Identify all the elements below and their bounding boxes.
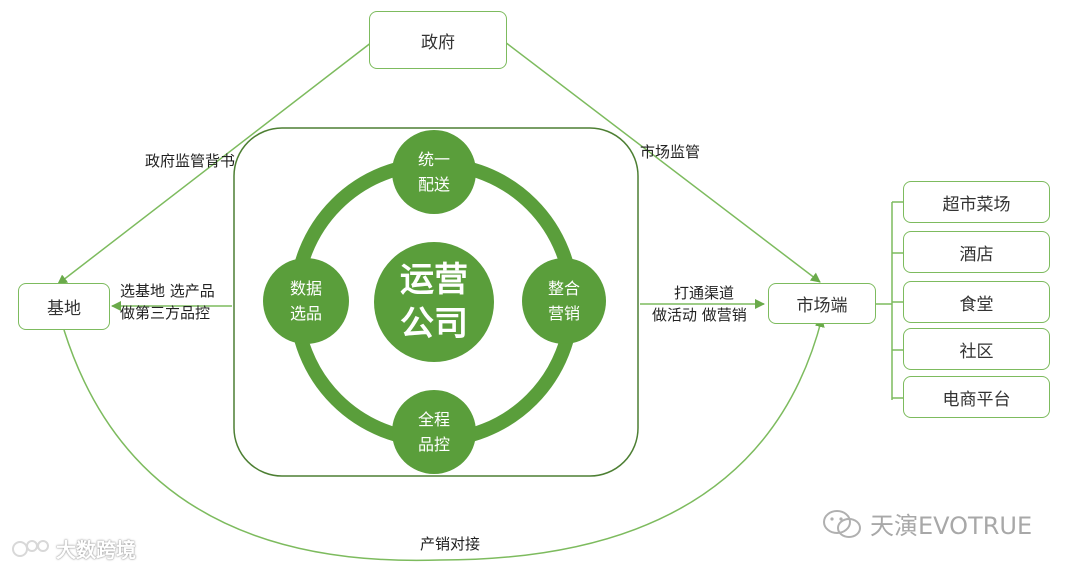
watermark-right-text: 天演EVOTRUE (870, 512, 1033, 540)
market-box: 市场端 (768, 283, 876, 324)
node-marketing: 整合 营销 (522, 258, 606, 344)
channel-ecommerce: 电商平台 (903, 376, 1050, 418)
gov-market-label: 市场监管 (640, 143, 701, 161)
watermark-left: 大数跨境 (10, 534, 136, 563)
operations-center-circle: 运营 公司 (374, 242, 494, 362)
node-quality-control: 全程 品控 (392, 390, 476, 474)
node-data-line2: 选品 (289, 304, 322, 323)
node-quality-line1: 全程 (417, 410, 450, 429)
channel-community: 社区 (903, 328, 1050, 370)
watermark-left-icon (12, 539, 49, 557)
watermark-right: 天演EVOTRUE (820, 506, 1032, 541)
center-line2: 公司 (400, 304, 468, 344)
channel-hotel-label: 酒店 (959, 244, 994, 265)
node-quality-line2: 品控 (417, 435, 450, 454)
channel-community-label: 社区 (959, 341, 994, 362)
gov-market-line (504, 41, 821, 283)
channel-hotel: 酒店 (903, 231, 1050, 273)
channel-ecommerce-label: 电商平台 (942, 389, 1011, 410)
base-label: 基地 (47, 299, 81, 319)
gov-base-line (57, 41, 373, 285)
node-data-line1: 数据 (289, 279, 322, 298)
ops-market-line1: 打通渠道 (674, 284, 735, 302)
ops-market-line2: 做活动 做营销 (652, 306, 747, 324)
node-delivery-line2: 配送 (417, 175, 450, 194)
node-delivery-line1: 统一 (417, 150, 450, 169)
gov-base-label: 政府监管背书 (145, 152, 236, 170)
government-box: 政府 (369, 11, 507, 69)
base-market-curve (63, 317, 825, 562)
ops-market-label: 打通渠道 做活动 做营销 (652, 282, 747, 326)
base-ops-line2: 做第三方品控 (120, 304, 211, 322)
center-line1: 运营 (400, 260, 468, 300)
channel-canteen: 食堂 (903, 281, 1050, 323)
base-ops-line1: 选基地 选产品 (120, 282, 215, 300)
market-label: 市场端 (796, 296, 848, 316)
base-ops-label: 选基地 选产品 做第三方品控 (120, 280, 215, 324)
base-box: 基地 (18, 283, 110, 330)
channel-supermarket: 超市菜场 (903, 181, 1050, 223)
channel-bracket (876, 201, 904, 400)
government-label: 政府 (421, 32, 455, 53)
node-delivery: 统一 配送 (392, 130, 476, 214)
operations-frame (233, 127, 639, 477)
watermark-left-text: 大数跨境 (56, 538, 136, 562)
node-data-selection: 数据 选品 (263, 258, 349, 344)
node-marketing-line1: 整合 (547, 279, 580, 298)
node-marketing-line2: 营销 (547, 304, 580, 323)
base-market-label: 产销对接 (420, 535, 481, 553)
channel-canteen-label: 食堂 (959, 294, 994, 315)
wechat-icon (823, 509, 861, 538)
channel-supermarket-label: 超市菜场 (942, 194, 1011, 215)
